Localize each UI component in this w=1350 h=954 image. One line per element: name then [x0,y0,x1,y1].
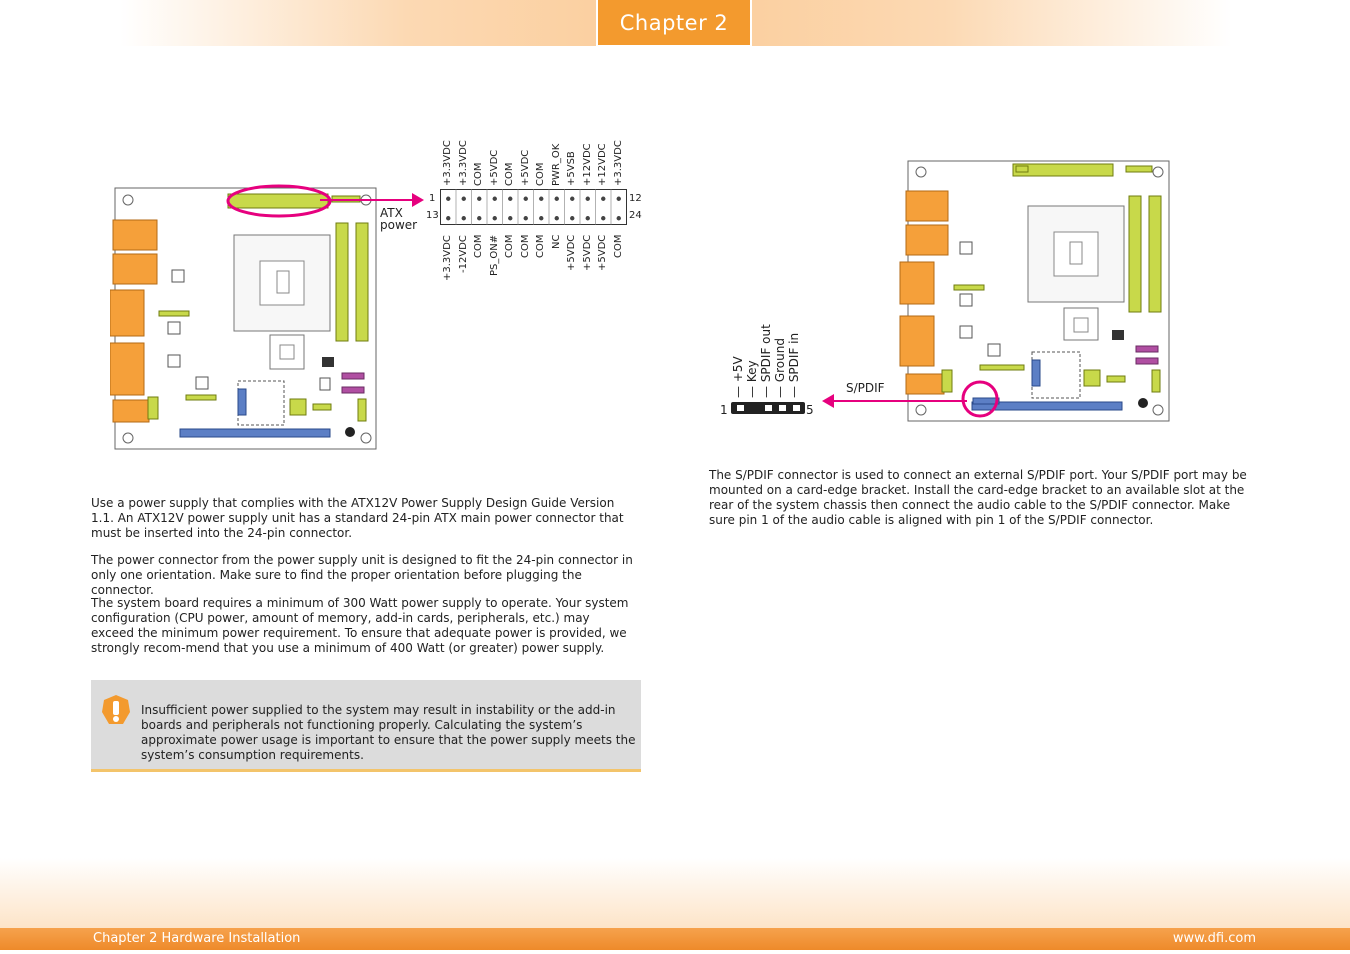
atx-label: ATX power [380,207,417,231]
atx-pin-24: 24 [629,210,642,221]
atx-board-figure [110,184,377,450]
atx-pin [539,216,544,221]
spdif-pin [779,405,786,411]
atx-pin-label: +5VDC [597,234,608,271]
atx-pin-label: +3.3VDC [442,140,453,186]
atx-pin [585,216,590,221]
warning-icon [102,695,130,724]
spdif-pin-1: 1 [720,403,728,417]
atx-pin [554,216,559,221]
atx-pin-label: COM [473,234,484,258]
warning-text: Insufficient power supplied to the syste… [141,703,636,762]
atx-pin [446,196,451,201]
atx-pin-label: COM [612,234,624,258]
spdif-label: S/PDIF [846,381,885,395]
atx-pin-label: COM [535,162,546,186]
atx-pin [523,196,528,201]
spdif-pin-label: — Key [745,360,759,398]
atx-pin-1: 1 [429,193,436,204]
atx-pin-label: COM [504,162,515,186]
atx-pin [570,196,575,201]
chapter-tab: Chapter 2 [598,0,750,45]
atx-pin-label: +5VDC [488,149,500,186]
atx-label-line2: power [380,218,418,232]
atx-pin-label: +5VDC [566,234,577,271]
atx-pin-label: +3.3VDC [457,140,469,186]
spdif-board-figure [899,160,1170,422]
spdif-pin [793,405,800,411]
atx-pin [492,216,497,221]
spdif-pin-label: — Ground [773,338,787,398]
spdif-pin-label: — SPDIF out [759,324,773,398]
atx-pin [616,196,621,201]
atx-pin [585,196,590,201]
atx-pin-label: -12VDC [457,235,469,273]
spdif-pin-label: — +5V [731,356,745,398]
spdif-pin-label: — SPDIF in [787,332,801,398]
header-band-left [120,0,596,46]
atx-pin-13: 13 [426,210,439,221]
atx-pin-label: PWR_OK [550,143,562,186]
atx-pin-label: +3.3VDC [612,140,624,186]
spdif-arrow [822,394,967,408]
footer-glow [0,858,1350,928]
footer-bar: Chapter 2 Hardware Installation www.dfi.… [0,928,1350,950]
atx-pin-label: +3.3VDC [442,235,453,281]
atx-pin [492,196,497,201]
atx-pin [508,196,513,201]
spdif-paragraph: The S/PDIF connector is used to connect … [709,468,1247,527]
atx-paragraph-2: The power connector from the power suppl… [91,553,633,597]
atx-paragraph-3: The system board requires a minimum of 3… [91,596,629,655]
warning-box: Insufficient power supplied to the syste… [91,680,641,772]
atx-pin-label: NC [550,234,562,249]
atx-pin-label: COM [473,162,484,186]
atx-pin-12: 12 [629,193,642,204]
atx-pin [477,196,482,201]
atx-pin-label: +12VDC [581,143,593,186]
atx-pin-label: +5VDC [581,234,593,271]
footer-left-text: Chapter 2 Hardware Installation [93,931,301,946]
atx-pin [523,216,528,221]
atx-pin [508,216,513,221]
atx-pin [446,216,451,221]
atx-pin [616,216,621,221]
atx-pin [570,216,575,221]
atx-pin-label: COM [519,234,531,258]
spdif-pin [765,405,772,411]
atx-pin [601,196,606,201]
atx-pin [601,216,606,221]
atx-pin [477,216,482,221]
atx-pin [461,196,466,201]
atx-pin [461,216,466,221]
atx-pin-label: +5VSB [566,151,577,186]
spdif-pin [737,405,744,411]
atx-pin-label: PS_ON# [488,234,500,276]
spdif-pin-header [731,402,805,414]
atx-label-line1: ATX [380,206,403,220]
header-band-right [752,0,1232,46]
atx-pin [539,196,544,201]
atx-pin [554,196,559,201]
footer-right-text[interactable]: www.dfi.com [1172,931,1256,946]
atx-pin-label: COM [535,234,546,258]
atx-pin-label: +12VDC [597,143,608,186]
atx-pin-grid [440,189,627,225]
atx-pin-label: +5VDC [519,149,531,186]
atx-paragraph-1: Use a power supply that complies with th… [91,496,624,540]
spdif-pin-5: 5 [806,403,814,417]
atx-pin-label: COM [504,234,515,258]
atx-arrow [320,193,424,207]
